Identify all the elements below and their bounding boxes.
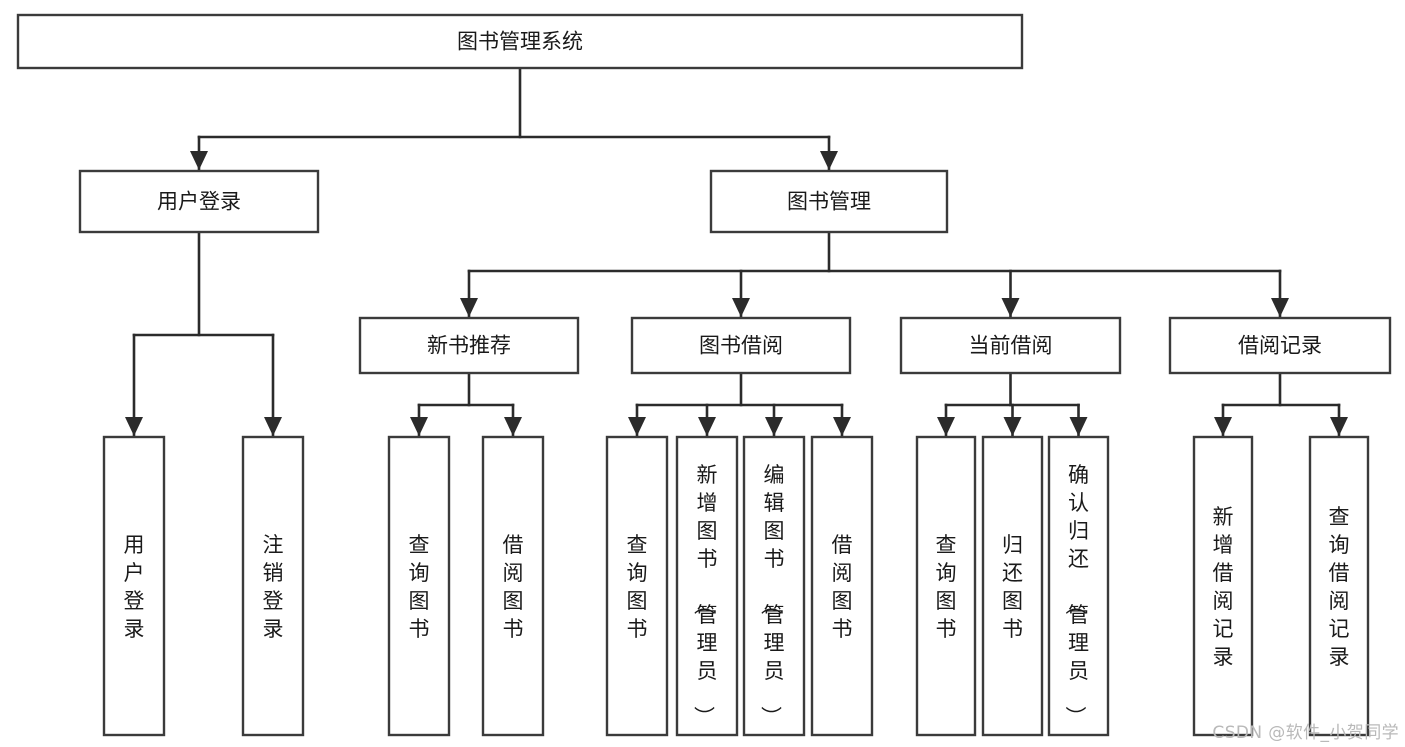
node-leaf-user-logout[interactable]: 注销登录 [241,435,305,737]
csdn-watermark: CSDN @软件_小贺同学 [1212,723,1399,743]
arrow-head-icon [1001,298,1020,317]
node-label: 新书推荐 [427,334,511,358]
node-box[interactable] [742,435,806,737]
node-box[interactable] [387,435,451,737]
node-label: 注销登录 [263,533,284,641]
node-label: 新增借阅记录 [1213,505,1234,669]
arrow-head-icon [460,298,478,317]
node-leaf-query-book-2[interactable]: 查询图书 [605,435,669,737]
node-box[interactable] [630,316,852,375]
node-leaf-add-book[interactable]: 新增图书（管理员） [675,435,739,737]
node-box[interactable] [1047,435,1110,737]
node-box[interactable] [241,435,305,737]
arrow-head-icon [820,151,838,170]
arrow-head-icon [1271,298,1289,317]
node-box[interactable] [481,435,545,737]
node-leaf-confirm-return[interactable]: 确认归还（管理员） [1047,435,1110,737]
arrow-head-icon [264,417,282,436]
node-box[interactable] [981,435,1044,737]
node-leaf-query-book-1[interactable]: 查询图书 [387,435,451,737]
node-label: 用户登录 [157,190,241,214]
node-label: 图书管理系统 [457,30,583,54]
node-leaf-user-login[interactable]: 用户登录 [102,435,166,737]
node-label: 借阅图书 [832,533,853,641]
node-borrow-record[interactable]: 借阅记录 [1168,316,1392,375]
node-label: 图书借阅 [699,334,783,358]
node-box[interactable] [78,169,320,234]
node-box[interactable] [358,316,580,375]
node-label: 当前借阅 [969,334,1053,358]
node-box[interactable] [709,169,949,234]
connectors-layer [125,66,1348,438]
node-box[interactable] [1168,316,1392,375]
node-label: 借阅记录 [1238,334,1322,358]
node-label: 确认归还（管理员） [1063,463,1089,727]
node-label: 查询图书 [409,533,430,641]
arrow-head-icon [937,417,955,436]
node-label: 归还图书 [1002,533,1023,641]
node-label: 编辑图书（管理员） [759,463,785,727]
node-label: 图书管理 [787,190,871,214]
arrow-head-icon [1003,417,1022,436]
node-leaf-borrow-book-1[interactable]: 借阅图书 [481,435,545,737]
node-book-borrow[interactable]: 图书借阅 [630,316,852,375]
node-box[interactable] [1192,435,1254,737]
node-label: 用户登录 [124,533,145,641]
nodes-layer: 图书管理系统用户登录图书管理新书推荐图书借阅当前借阅借阅记录用户登录注销登录查询… [16,13,1392,737]
arrow-head-icon [1330,417,1348,436]
node-leaf-borrow-book-2[interactable]: 借阅图书 [810,435,874,737]
arrow-head-icon [125,417,143,436]
node-root[interactable]: 图书管理系统 [16,13,1024,70]
node-box[interactable] [915,435,977,737]
node-box[interactable] [102,435,166,737]
arrow-head-icon [410,417,428,436]
node-leaf-edit-book[interactable]: 编辑图书（管理员） [742,435,806,737]
node-leaf-query-record[interactable]: 查询借阅记录 [1308,435,1370,737]
node-leaf-add-record[interactable]: 新增借阅记录 [1192,435,1254,737]
arrow-head-icon [190,151,208,170]
node-box[interactable] [810,435,874,737]
node-box[interactable] [675,435,739,737]
node-box[interactable] [899,316,1122,375]
arrow-head-icon [732,298,750,317]
node-leaf-return-book[interactable]: 归还图书 [981,435,1044,737]
arrow-head-icon [765,417,783,436]
arrow-head-icon [698,417,716,436]
arrow-head-icon [1214,417,1232,436]
node-label: 查询图书 [936,533,957,641]
node-book-manage[interactable]: 图书管理 [709,169,949,234]
node-box[interactable] [1308,435,1370,737]
arrow-head-icon [1069,417,1088,436]
node-label: 借阅图书 [503,533,524,641]
node-label: 新增图书（管理员） [692,463,718,727]
node-current-borrow[interactable]: 当前借阅 [899,316,1122,375]
node-label: 查询图书 [627,533,648,641]
node-new-book-recommend[interactable]: 新书推荐 [358,316,580,375]
node-box[interactable] [605,435,669,737]
node-user-login[interactable]: 用户登录 [78,169,320,234]
arrow-head-icon [504,417,522,436]
arrow-head-icon [628,417,646,436]
node-leaf-query-book-3[interactable]: 查询图书 [915,435,977,737]
arrow-head-icon [833,417,851,436]
node-label: 查询借阅记录 [1329,505,1350,669]
node-box[interactable] [16,13,1024,70]
